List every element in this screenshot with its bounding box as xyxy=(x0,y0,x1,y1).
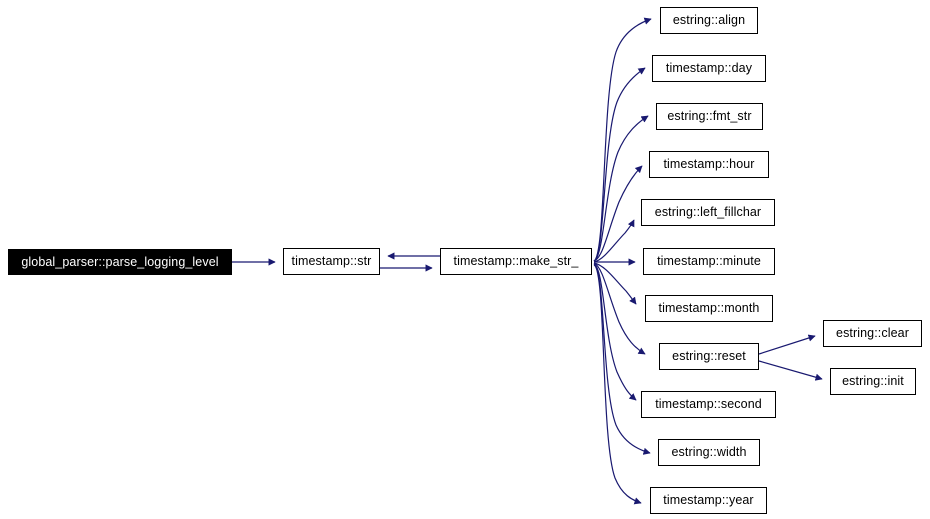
graph-node-fmt_str[interactable]: estring::fmt_str xyxy=(656,103,763,130)
graph-node-label: timestamp::make_str_ xyxy=(453,254,579,269)
graph-node-label: estring::init xyxy=(842,374,904,389)
graph-node-label: timestamp::second xyxy=(655,397,762,412)
graph-node-label: estring::clear xyxy=(836,326,909,341)
edge-make-str-to-hour xyxy=(593,165,643,262)
graph-node-day[interactable]: timestamp::day xyxy=(652,55,766,82)
graph-node-hour[interactable]: timestamp::hour xyxy=(649,151,769,178)
edge-make-str-to-second xyxy=(593,263,637,401)
edge-make-str-to-reset xyxy=(593,262,646,355)
graph-node-label: estring::reset xyxy=(672,349,746,364)
edge-reset-to-init xyxy=(758,360,823,381)
edge-make-str-to-width xyxy=(593,263,651,455)
graph-node-root[interactable]: global_parser::parse_logging_level xyxy=(8,249,232,275)
graph-node-label: timestamp::day xyxy=(665,61,753,76)
edge-make-str-to-year xyxy=(593,264,642,505)
edge-make-str-to-month xyxy=(593,262,637,305)
graph-node-label: estring::left_fillchar xyxy=(654,205,762,220)
edge-make-str-to-fmt-str xyxy=(593,115,649,262)
graph-node-label: estring::fmt_str xyxy=(667,109,752,124)
graph-node-make_str[interactable]: timestamp::make_str_ xyxy=(440,248,592,275)
graph-node-width[interactable]: estring::width xyxy=(658,439,760,466)
graph-node-year[interactable]: timestamp::year xyxy=(650,487,767,514)
graph-node-label: timestamp::year xyxy=(663,493,754,508)
edge-reset-to-clear xyxy=(758,334,816,355)
graph-node-label: timestamp::minute xyxy=(657,254,761,269)
graph-node-left_fill[interactable]: estring::left_fillchar xyxy=(641,199,775,226)
graph-node-reset[interactable]: estring::reset xyxy=(659,343,759,370)
graph-node-clear[interactable]: estring::clear xyxy=(823,320,922,347)
graph-node-init[interactable]: estring::init xyxy=(830,368,916,395)
graph-node-minute[interactable]: timestamp::minute xyxy=(643,248,775,275)
graph-node-label: timestamp::month xyxy=(658,301,760,316)
graph-node-str[interactable]: timestamp::str xyxy=(283,248,380,275)
graph-node-label: timestamp::str xyxy=(291,254,372,269)
graph-node-label: global_parser::parse_logging_level xyxy=(21,254,219,269)
edge-make-str-to-left-fillchar xyxy=(593,219,635,263)
edge-make-str-to-day xyxy=(593,67,646,262)
graph-node-label: timestamp::hour xyxy=(663,157,755,172)
graph-node-align[interactable]: estring::align xyxy=(660,7,758,34)
graph-node-label: estring::align xyxy=(672,13,746,28)
graph-node-label: estring::width xyxy=(671,445,747,460)
graph-node-month[interactable]: timestamp::month xyxy=(645,295,773,322)
graph-node-second[interactable]: timestamp::second xyxy=(641,391,776,418)
